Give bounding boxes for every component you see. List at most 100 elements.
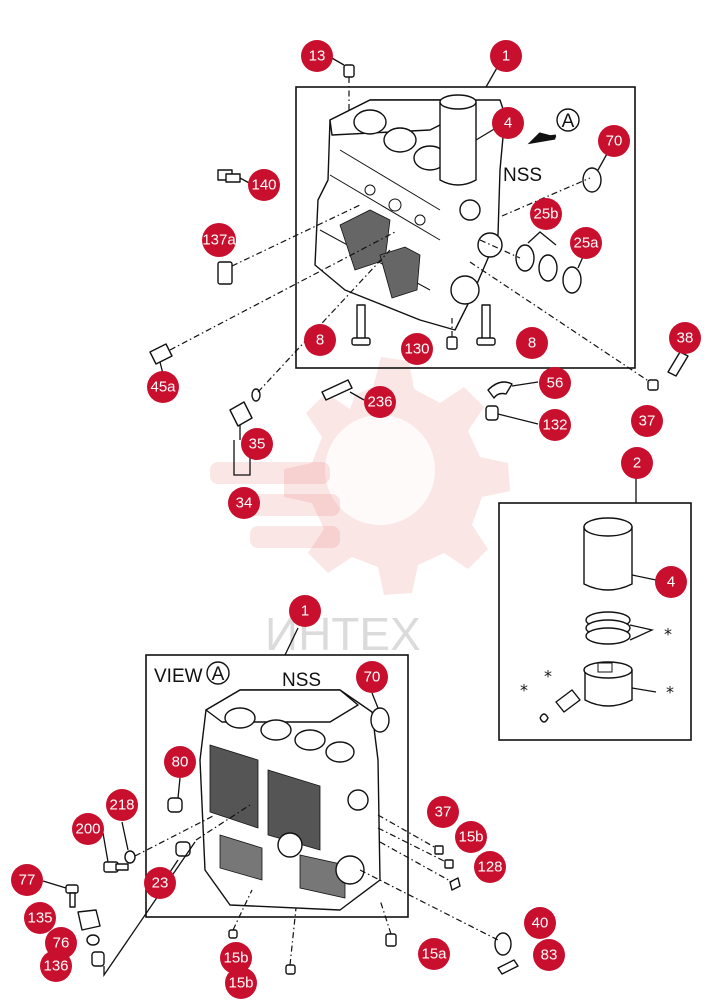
stud-236 [321,379,353,401]
dash-70-top [501,177,591,217]
svg-text:45a: 45a [150,379,176,396]
view-a-arrow-top [527,108,580,145]
plug-13 [343,64,355,78]
leader-218 [121,821,129,851]
cylinder-block-top [314,99,506,331]
piston [583,661,633,707]
callout-77: 77 [11,864,43,896]
dash-bushings [479,239,521,259]
callout-80: 80 [164,746,196,778]
dash-15b-right [377,827,447,863]
svg-text:80: 80 [172,754,189,771]
plug-15b-right [444,859,454,869]
plug-15a [385,933,397,947]
callout-13: 13 [301,40,333,72]
dash-34 [257,249,391,393]
callout-56: 56 [539,367,571,399]
callout-badges: 1 13 4 70 140 137a 25b 25a 8 130 8 38 45… [11,40,701,999]
callout-15a: 15a [418,938,450,970]
piston-kit-frame [498,502,692,741]
svg-text:37: 37 [639,413,656,430]
camshaft-bushings [515,244,582,294]
svg-text:4: 4 [504,115,512,132]
svg-text:132: 132 [542,417,567,434]
leader-132 [497,413,539,425]
dash-37-top [469,261,651,383]
svg-text:128: 128 [477,859,502,876]
svg-text:8: 8 [528,335,536,352]
callout-2: 2 [621,447,653,479]
callout-70-bottom: 70 [356,661,388,693]
o-ring-70-top [582,167,602,193]
svg-text:15b: 15b [223,950,248,967]
leader-1-top [485,65,499,88]
dowel-38 [667,351,689,377]
svg-text:137a: 137a [202,232,236,249]
star-rings: * [664,625,672,644]
svg-text:77: 77 [19,872,36,889]
snap-ring [539,713,549,723]
fitting-137a [217,261,233,285]
svg-text:218: 218 [109,797,134,814]
svg-text:130: 130 [404,341,429,358]
bolt-8-right [476,304,496,346]
bolt-77 [65,884,79,908]
star-piston: * [666,683,674,702]
svg-text:8: 8 [316,332,324,349]
callout-35: 35 [241,428,273,460]
dash-37-bottom [377,814,437,849]
leader-piston [631,687,657,693]
leader-23 [169,859,179,873]
o-ring-70-bottom [370,707,390,733]
callout-15b-a: 15b [220,942,252,974]
dash-45a [169,231,396,351]
leader-70-bottom [371,692,379,709]
svg-text:38: 38 [677,330,694,347]
callout-136: 136 [40,950,72,982]
fitting-45a [149,343,173,365]
dash-40 [359,869,499,941]
svg-text:34: 34 [236,495,253,512]
svg-text:83: 83 [541,947,558,964]
callout-135: 135 [24,902,56,934]
svg-text:37: 37 [435,804,452,821]
bracket-25b [527,231,557,246]
svg-text:200: 200 [75,821,100,838]
callout-83: 83 [533,939,565,971]
svg-text:15b: 15b [228,975,253,992]
callout-128: 128 [474,851,506,883]
view-a-marker-bottom: A [212,664,225,685]
star-snap-ring: * [520,681,528,700]
pin-37-bottom [434,845,444,855]
watermark-text: ИНТЕХ [265,608,421,660]
drain-cock-34 [229,388,261,427]
dash-137a [231,204,361,267]
piston-rings [585,611,631,645]
leader-4-top [475,127,497,141]
nss-label-top: NSS [503,165,542,186]
callout-40: 40 [524,907,556,939]
svg-text:35: 35 [249,436,266,453]
callout-37-top: 37 [631,405,663,437]
leader-1-bottom [284,627,299,656]
callout-25a: 25a [570,227,602,259]
dash-15b-b [289,907,297,966]
plug-15b-b [285,964,296,975]
view-label: VIEW [154,666,203,687]
fitting-132 [485,405,499,421]
callout-140: 140 [248,169,280,201]
callout-132: 132 [539,409,571,441]
plug-23 [175,841,191,857]
callout-15b-right: 15b [455,821,487,853]
dash-218 [134,814,216,857]
svg-text:25a: 25a [573,235,599,252]
svg-text:2: 2 [633,455,641,472]
star-pin: * [544,667,552,686]
bolt-8-left [351,304,371,346]
callout-4-box: 4 [655,566,687,598]
callout-200: 200 [72,813,104,845]
callout-218: 218 [106,789,138,821]
callout-8-right: 8 [516,327,548,359]
washer-218 [124,850,136,864]
